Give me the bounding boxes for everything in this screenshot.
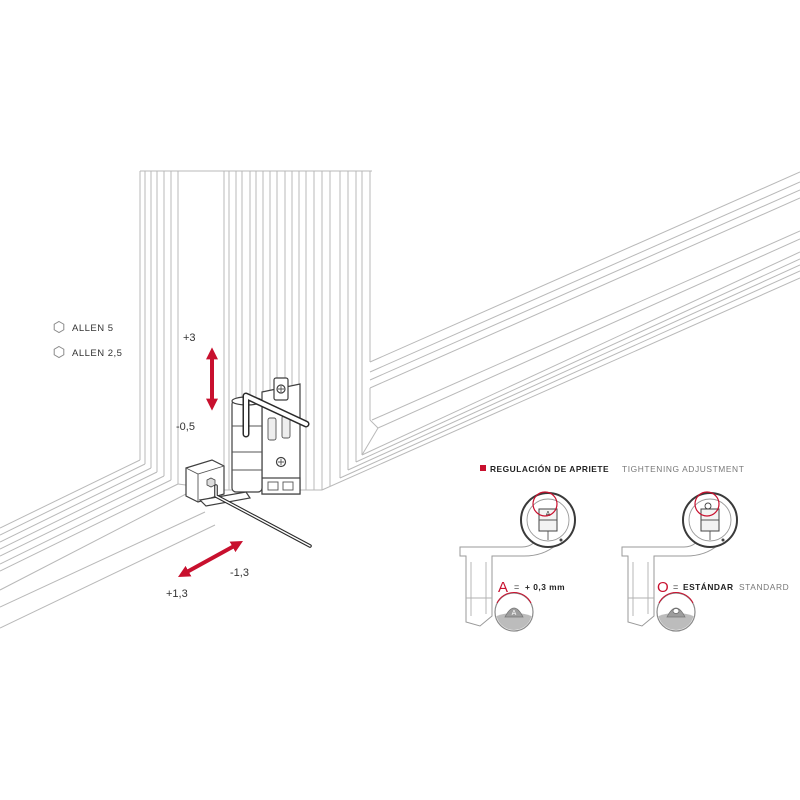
legend-label: ALLEN 2,5 [72, 348, 122, 359]
hexagon-icon [53, 320, 65, 334]
zoom-bubble-a: A [494, 591, 534, 632]
zoom-bubble-o [656, 591, 696, 632]
bubble-marker-o [672, 608, 680, 614]
vertical-plus-label: +3 [183, 332, 196, 344]
option-o-equals: = [673, 582, 678, 592]
head-marker-a: A [546, 511, 551, 518]
allen-2-5-key [214, 484, 312, 548]
hex-socket-icon [206, 477, 216, 488]
legend-item-allen-2-5: ALLEN 2,5 [53, 345, 122, 359]
sash-diagonal-rail [321, 171, 800, 491]
head-marker-o [704, 502, 712, 510]
lateral-minus-label: -1,3 [230, 567, 249, 579]
window-frame [0, 170, 800, 629]
profile-outline [621, 534, 719, 627]
vertical-minus-label: -0,5 [176, 421, 195, 433]
option-a-equals: = [514, 582, 519, 592]
legend-item-allen-5: ALLEN 5 [53, 320, 114, 334]
detail-option-o: O = ESTÁNDAR STANDARD [621, 491, 789, 632]
allen-5-key [242, 392, 310, 438]
highlight-circle [694, 491, 720, 517]
highlight-circle [532, 491, 558, 517]
legend: ALLEN 5 ALLEN 2,5 [53, 320, 122, 359]
option-a-letter: A [498, 579, 508, 596]
frame-jamb [139, 171, 179, 484]
lateral-adjust-arrow [177, 541, 244, 577]
bubble-marker-a: A [512, 610, 517, 617]
sash-profile-verticals [223, 171, 371, 490]
hinge-slot-left [267, 417, 277, 441]
tightening-heading: REGULACIÓN DE APRIETE TIGHTENING ADJUSTM… [480, 463, 744, 474]
bullet-square [480, 465, 486, 471]
hexagon-icon [53, 345, 65, 359]
hinge [185, 377, 312, 548]
legend-label: ALLEN 5 [72, 323, 114, 334]
detail-option-a: A A A = + 0,3 mm [459, 491, 576, 632]
tightening-title-en: TIGHTENING ADJUSTMENT [622, 464, 744, 474]
window-sill [0, 459, 216, 629]
option-a-value: + 0,3 mm [525, 582, 565, 592]
lateral-plus-label: +1,3 [166, 588, 188, 600]
option-o-value: ESTÁNDAR [683, 581, 734, 592]
profile-outline [459, 534, 557, 627]
tightening-title: REGULACIÓN DE APRIETE [490, 463, 609, 474]
option-o-value-en: STANDARD [739, 582, 789, 592]
option-o-letter: O [657, 579, 669, 596]
